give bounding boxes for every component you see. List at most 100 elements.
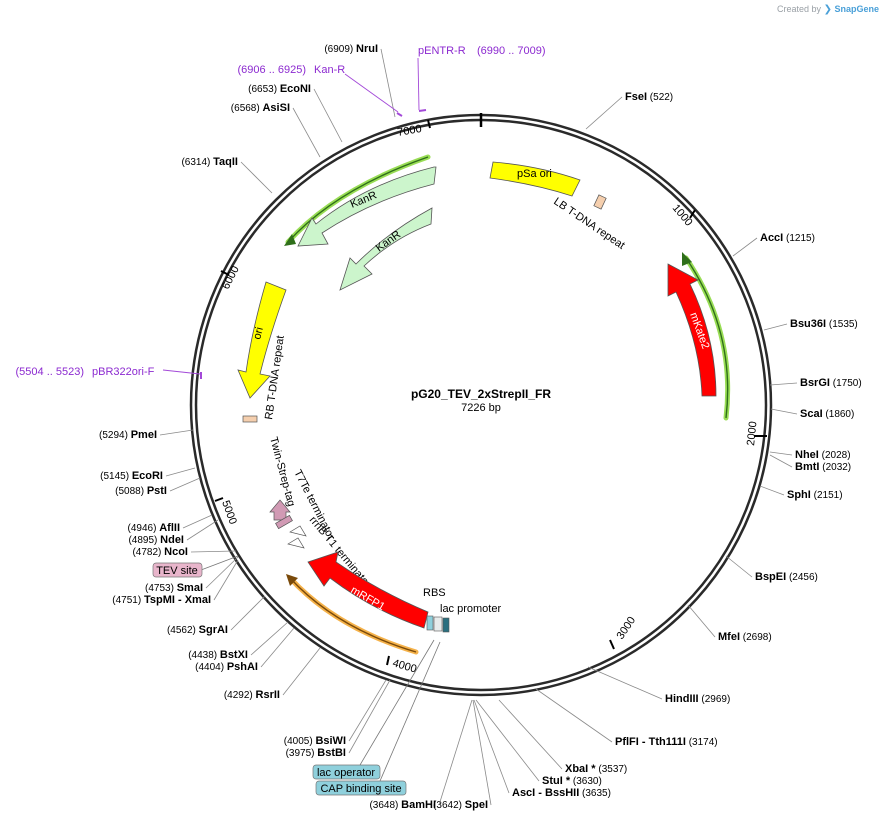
rbs-block[interactable] <box>426 615 434 631</box>
enzyme-label[interactable]: (6653) EcoNI <box>248 83 311 95</box>
enzyme-leader-line <box>230 595 266 631</box>
enzyme-label[interactable]: (4292) RsrII <box>224 689 280 701</box>
enzyme-label[interactable]: StuI * (3630) <box>542 775 602 787</box>
enzyme-label[interactable]: BsrGI (1750) <box>800 377 862 389</box>
enzyme-label[interactable]: (4562) SgrAI <box>167 624 228 636</box>
enzyme-label[interactable]: (4404) PshAI <box>195 661 258 673</box>
created-by-label: Created by <box>777 4 822 14</box>
enzyme-label[interactable]: (4438) BstXI <box>188 649 248 661</box>
lac-operator-label: lac operator <box>317 767 375 779</box>
enzyme-label[interactable]: BmtI (2032) <box>795 461 851 473</box>
primer-kan-r[interactable]: (6906 .. 6925) Kan-R <box>238 64 403 117</box>
enzyme-label[interactable]: (6568) AsiSI <box>231 102 290 114</box>
enzyme-leader-line <box>313 88 343 143</box>
enzyme-leader-line <box>769 382 798 386</box>
lac-promoter-block[interactable] <box>442 617 450 633</box>
feature-psa-ori[interactable]: pSa ori <box>489 161 581 197</box>
enzyme-label[interactable]: PflFI - Tth111I (3174) <box>615 736 718 748</box>
enzyme-label[interactable]: BspEI (2456) <box>755 571 818 583</box>
enzyme-label[interactable]: (3642) SpeI <box>433 799 488 811</box>
primer-pbr322-name: pBR322ori-F <box>92 366 155 378</box>
feature-mkate2[interactable]: mKate2 <box>667 263 717 397</box>
enzyme-leader-line <box>380 48 396 118</box>
enzyme-label[interactable]: (3975) BstBI <box>286 747 346 759</box>
enzyme-label[interactable]: NheI (2028) <box>795 449 851 461</box>
enzyme-label[interactable]: AccI (1215) <box>760 232 815 244</box>
enzyme-leader-line <box>213 559 239 601</box>
enzyme-label[interactable]: SphI (2151) <box>787 489 843 501</box>
enzyme-leader-line <box>250 621 289 656</box>
primer-pbr322-pos: (5504 .. 5523) <box>16 366 85 378</box>
tick-3000: 3000 <box>615 615 639 642</box>
enzyme-leader-line <box>732 237 758 257</box>
feature-ori[interactable]: ori <box>237 281 287 399</box>
lac-operator-callout[interactable]: lac operator <box>312 639 435 780</box>
enzyme-label[interactable]: ScaI (1860) <box>800 408 854 420</box>
feature-terminators[interactable] <box>287 525 307 549</box>
enzyme-leader-line <box>348 679 391 754</box>
snapgene-logo-icon: ❯ <box>823 4 832 15</box>
enzyme-leader-line <box>472 699 492 806</box>
cap-site-callout[interactable]: CAP binding site <box>315 641 441 796</box>
enzyme-label[interactable]: FseI (522) <box>625 91 673 103</box>
enzyme-label[interactable]: Bsu36I (1535) <box>790 318 858 330</box>
enzyme-leader-line <box>687 604 716 638</box>
psa-ori-label: pSa ori <box>517 168 552 180</box>
enzyme-label[interactable]: MfeI (2698) <box>718 631 772 643</box>
lb-repeat-label: LB T-DNA repeat <box>551 196 626 252</box>
tick-4000: 4000 <box>391 657 418 675</box>
enzyme-leader-line <box>165 467 196 477</box>
snapgene-branding: Created by ❯ SnapGene <box>777 4 879 15</box>
snapgene-product-label: SnapGene <box>834 4 879 14</box>
enzyme-leader-line <box>205 556 239 589</box>
enzyme-label[interactable]: HindIII (2969) <box>665 693 730 705</box>
enzyme-leader-line <box>763 323 788 331</box>
tev-site-callout[interactable]: TEV site <box>152 555 239 578</box>
enzyme-label[interactable]: (4753) SmaI <box>145 582 203 594</box>
lb-repeat-block[interactable] <box>593 194 607 210</box>
enzyme-label[interactable]: (4782) NcoI <box>132 546 188 558</box>
feature-kanr-1[interactable]: KanR <box>296 164 437 247</box>
lac-promoter-label: lac promoter <box>440 603 501 615</box>
enzyme-leader-line <box>190 550 237 553</box>
enzyme-leader-line <box>535 688 613 743</box>
enzyme-label[interactable]: (4946) AflII <box>128 522 180 534</box>
feature-mrfp1[interactable]: mRFP1 <box>307 551 429 629</box>
primer-pentr-r-pos: (6990 .. 7009) <box>477 45 546 57</box>
feature-kanr-2[interactable]: KanR <box>339 207 433 291</box>
enzyme-label[interactable]: (5088) PstI <box>115 485 167 497</box>
enzyme-label[interactable]: (5145) EcoRI <box>100 470 163 482</box>
enzyme-leader-line <box>498 699 563 770</box>
enzyme-label[interactable]: XbaI * (3537) <box>565 763 627 775</box>
enzyme-leader-line <box>770 408 798 415</box>
feature-twin-strep[interactable] <box>269 499 293 530</box>
enzyme-leader-line <box>769 451 793 456</box>
rb-repeat-block[interactable] <box>242 415 258 423</box>
enzyme-label[interactable]: (4005) BsiWI <box>284 735 346 747</box>
rbs-label: RBS <box>423 587 446 599</box>
enzyme-label[interactable]: (4895) NdeI <box>128 534 184 546</box>
primer-pbr322ori-f[interactable]: (5504 .. 5523) pBR322ori-F <box>16 366 202 379</box>
enzyme-label[interactable]: AscI - BssHII (3635) <box>512 787 611 799</box>
primer-kan-r-name: Kan-R <box>314 64 345 76</box>
enzyme-leader-line <box>260 627 295 668</box>
enzyme-leader-line <box>438 699 473 806</box>
plasmid-size: 7226 bp <box>461 402 501 414</box>
orf-arc-kanr <box>284 154 431 246</box>
enzyme-leader-line <box>348 679 387 742</box>
primer-pentr-r[interactable]: pENTR-R (6990 .. 7009) <box>417 45 546 112</box>
enzyme-leader-line <box>769 454 793 468</box>
enzyme-leader-line <box>186 519 219 541</box>
enzyme-label[interactable]: (3648) BamHI <box>369 799 436 811</box>
enzyme-label[interactable]: (4751) TspMI - XmaI <box>112 594 211 606</box>
enzyme-leader-line <box>759 485 785 496</box>
orf-arc-mkate2 <box>682 252 731 421</box>
enzyme-label[interactable]: (6909) NruI <box>324 43 378 55</box>
lac-operator-block[interactable] <box>433 616 443 632</box>
enzyme-leader-line <box>240 161 273 194</box>
enzyme-label[interactable]: (6314) TaqII <box>181 156 238 168</box>
enzyme-sites: FseI (522) AccI (1215) Bsu36I (1535) BsrGI … <box>99 43 862 811</box>
enzyme-label[interactable]: (5294) PmeI <box>99 429 157 441</box>
orf-arc-mrfp1 <box>286 574 419 655</box>
